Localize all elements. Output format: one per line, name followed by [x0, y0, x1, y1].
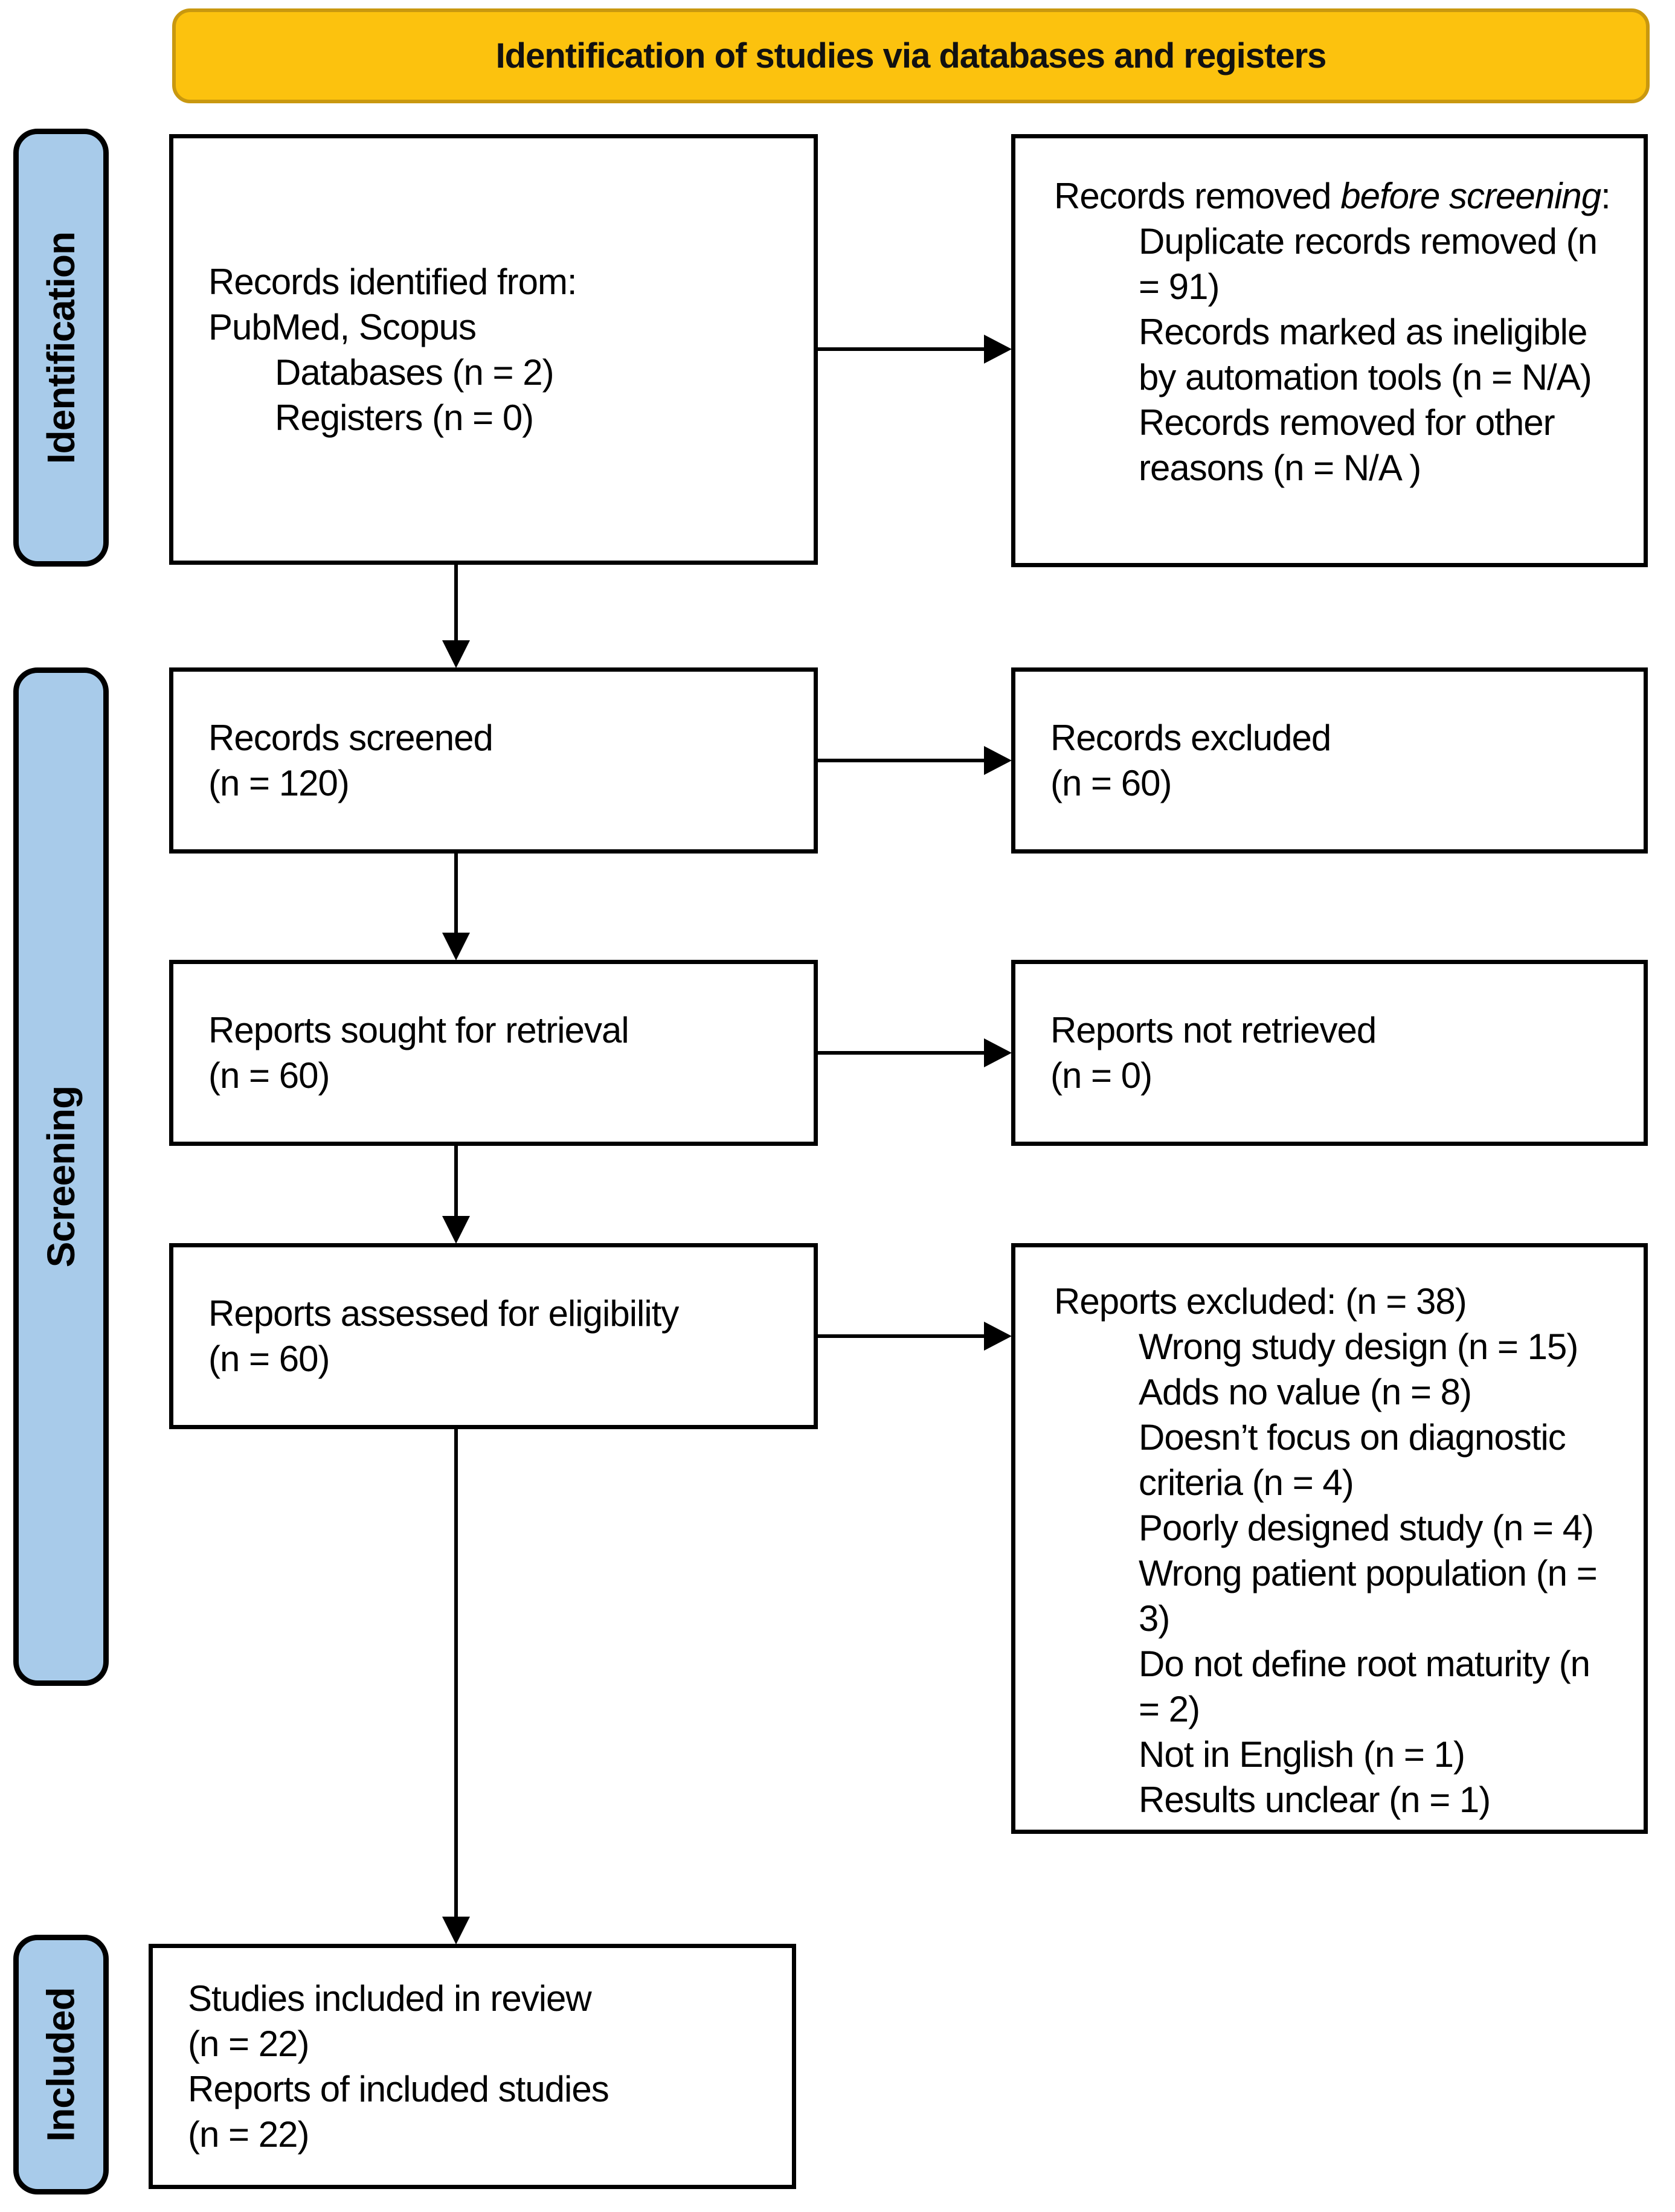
reports-excluded-item: Wrong study design (n = 15) — [1139, 1326, 1578, 1367]
records-removed-item: Duplicate records removed (n = 91) — [1139, 221, 1598, 307]
title-banner: Identification of studies via databases … — [172, 8, 1650, 103]
reports-not-retrieved-count: (n = 0) — [1050, 1055, 1153, 1096]
stage-screening-label: Screening — [39, 1085, 83, 1268]
studies-included-line: Studies included in review — [188, 1978, 592, 2019]
arrow-sought-to-assessed-head — [442, 1216, 470, 1244]
records-removed-item: Records marked as ineligible by automati… — [1139, 312, 1592, 397]
records-identified-databases: Databases (n = 2) — [275, 352, 555, 393]
reports-assessed-label: Reports assessed for eligibility — [208, 1293, 679, 1334]
reports-of-included-count: (n = 22) — [188, 2114, 309, 2155]
reports-excluded-items: Wrong study design (n = 15) Adds no value… — [1054, 1324, 1619, 1822]
arrow-sought-to-notretrieved-head — [984, 1038, 1012, 1067]
arrow-identified-to-screened-line — [454, 565, 458, 641]
records-screened-label: Records screened — [208, 718, 493, 758]
reports-excluded-item: Adds no value (n = 8) — [1139, 1372, 1472, 1412]
stage-screening: Screening — [13, 667, 109, 1686]
reports-excluded-header: Reports excluded: (n = 38) — [1054, 1281, 1467, 1322]
studies-included-count: (n = 22) — [188, 2024, 309, 2064]
records-identified-registers: Registers (n = 0) — [275, 397, 534, 438]
records-removed-header-suffix: : — [1601, 176, 1611, 216]
arrow-assessed-to-reportsexcluded-line — [818, 1334, 985, 1338]
arrow-identified-to-screened-head — [442, 640, 470, 668]
records-screened-count: (n = 120) — [208, 763, 350, 803]
stage-identification: Identification — [13, 129, 109, 567]
records-removed-header-prefix: Records removed — [1054, 176, 1341, 216]
box-records-excluded: Records excluded (n = 60) — [1011, 667, 1648, 854]
records-identified-line: PubMed, Scopus — [208, 306, 477, 347]
reports-not-retrieved-label: Reports not retrieved — [1050, 1010, 1377, 1050]
box-reports-assessed: Reports assessed for eligibility (n = 60… — [169, 1243, 818, 1429]
box-studies-included: Studies included in review (n = 22) Repo… — [149, 1944, 796, 2189]
reports-sought-count: (n = 60) — [208, 1055, 330, 1096]
records-excluded-label: Records excluded — [1050, 718, 1331, 758]
arrow-identified-to-removed-line — [818, 347, 985, 351]
reports-excluded-item: Doesn’t focus on diagnostic criteria (n … — [1139, 1417, 1566, 1503]
reports-excluded-item: Not in English (n = 1) — [1139, 1734, 1465, 1775]
stage-included-label: Included — [39, 1987, 83, 2142]
reports-excluded-item: Results unclear (n = 1) — [1139, 1780, 1491, 1820]
reports-excluded-item: Wrong patient population (n = 3) — [1139, 1553, 1598, 1639]
box-records-screened: Records screened (n = 120) — [169, 667, 818, 854]
diagram-title: Identification of studies via databases … — [495, 36, 1327, 76]
arrow-assessed-to-included-head — [442, 1917, 470, 1944]
stage-included: Included — [13, 1935, 109, 2194]
records-removed-header: Records removed before screening: — [1054, 173, 1617, 219]
records-identified-line: Records identified from: — [208, 261, 577, 302]
box-records-removed-before-screening: Records removed before screening: Duplic… — [1011, 134, 1648, 567]
records-removed-header-italic: before screening — [1340, 176, 1601, 216]
arrow-sought-to-notretrieved-line — [818, 1051, 985, 1055]
reports-of-included-line: Reports of included studies — [188, 2069, 609, 2109]
box-reports-not-retrieved: Reports not retrieved (n = 0) — [1011, 960, 1648, 1146]
records-removed-item: Records removed for other reasons (n = N… — [1139, 402, 1555, 488]
reports-assessed-count: (n = 60) — [208, 1339, 330, 1379]
arrow-screened-to-excluded-head — [984, 746, 1012, 775]
arrow-screened-to-excluded-line — [818, 759, 985, 762]
records-removed-items: Duplicate records removed (n = 91)Record… — [1054, 219, 1617, 490]
reports-sought-label: Reports sought for retrieval — [208, 1010, 629, 1050]
stage-identification-label: Identification — [39, 231, 83, 464]
arrow-assessed-to-reportsexcluded-head — [984, 1322, 1012, 1351]
box-reports-sought: Reports sought for retrieval (n = 60) — [169, 960, 818, 1146]
reports-excluded-item: Poorly designed study (n = 4) — [1139, 1508, 1594, 1548]
reports-excluded-item: Do not define root maturity (n = 2) — [1139, 1644, 1590, 1729]
arrow-identified-to-removed-head — [984, 335, 1012, 364]
box-records-identified: Records identified from: PubMed, Scopus … — [169, 134, 818, 565]
arrow-screened-to-sought-head — [442, 933, 470, 960]
records-excluded-count: (n = 60) — [1050, 763, 1172, 803]
arrow-assessed-to-included-line — [454, 1429, 458, 1917]
box-reports-excluded: Reports excluded: (n = 38) Wrong study d… — [1011, 1243, 1648, 1834]
arrow-screened-to-sought-line — [454, 854, 458, 933]
arrow-sought-to-assessed-line — [454, 1146, 458, 1217]
